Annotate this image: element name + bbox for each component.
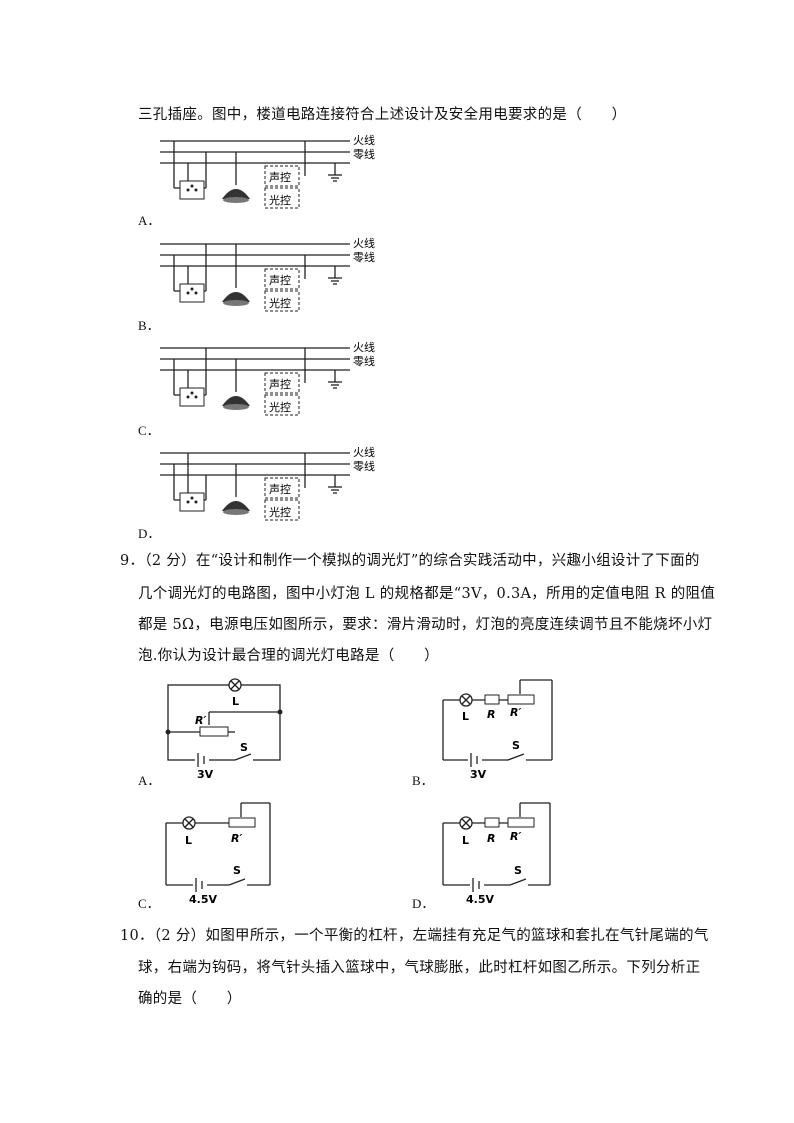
neutral-label: 零线 xyxy=(353,459,375,473)
voltage-label: 4.5V xyxy=(189,893,217,906)
option-d: D． xyxy=(138,526,161,541)
q9-line-1: 9．（2 分）在“设计和制作一个模拟的调光灯”的综合实践活动中，兴趣小组设计了下… xyxy=(120,553,700,569)
lamp-label: L xyxy=(462,834,469,847)
switch-label: S xyxy=(512,739,520,752)
voltage-label: 4.5V xyxy=(466,893,494,906)
option-a: A． xyxy=(138,213,161,228)
rheostat-label: R′ xyxy=(195,714,206,727)
q9-circuit-b: L R R′ 3V S xyxy=(442,679,553,781)
q8-circuit-c: 火线 零线 声控 光控 xyxy=(160,340,375,416)
light-label: 光控 xyxy=(269,193,291,207)
q9-line-2: 几个调光灯的电路图，图中小灯泡 L 的规格都是“3V，0.3A，所用的定值电阻 … xyxy=(138,586,716,602)
voltage-label: 3V xyxy=(197,768,214,781)
q9-option-a: A． xyxy=(138,773,161,788)
neutral-label: 零线 xyxy=(353,250,375,264)
q9-option-c: C． xyxy=(138,896,160,911)
lamp-label: L xyxy=(185,834,192,847)
neutral-label: 零线 xyxy=(353,147,375,161)
q8-stem-tail: 三孔插座。图中，楼道电路连接符合上述设计及安全用电要求的是（ ） xyxy=(138,107,627,123)
q9-line-3: 都是 5Ω，电源电压如图所示，要求：滑片滑动时，灯泡的亮度连续调节且不能烧坏小灯 xyxy=(138,617,713,633)
q8-circuit-d: 火线 零线 声控 光控 xyxy=(160,445,375,521)
light-label: 光控 xyxy=(269,400,291,414)
resistor-label: R xyxy=(487,832,495,845)
live-label: 火线 xyxy=(353,340,375,354)
switch-label: S xyxy=(514,864,522,877)
rheostat-label: R′ xyxy=(510,706,521,719)
q10-line-3: 确的是（ ） xyxy=(138,991,242,1007)
q9-option-d: D． xyxy=(412,896,435,911)
light-label: 光控 xyxy=(269,505,291,519)
q10-line-2: 球，右端为钩码，将气针头插入篮球中，气球膨胀，此时杠杆如图乙所示。下列分析正 xyxy=(138,960,701,976)
live-label: 火线 xyxy=(353,445,375,459)
option-b: B． xyxy=(138,318,160,333)
rheostat-label: R′ xyxy=(231,832,242,845)
q10-line-1: 10．（2 分）如图甲所示，一个平衡的杠杆，左端挂有充足气的篮球和套扎在气针尾端… xyxy=(120,928,709,944)
lamp-label: L xyxy=(232,695,239,708)
live-label: 火线 xyxy=(353,236,375,250)
q9-option-b: B． xyxy=(412,773,434,788)
q9-line-4: 泡.你认为设计最合理的调光灯电路是（ ） xyxy=(138,648,439,664)
sound-label: 声控 xyxy=(269,273,291,287)
neutral-label: 零线 xyxy=(353,354,375,368)
voltage-label: 3V xyxy=(470,768,487,781)
light-label: 光控 xyxy=(269,296,291,310)
switch-label: S xyxy=(240,741,248,754)
option-c: C． xyxy=(138,423,160,438)
switch-label: S xyxy=(233,864,241,877)
q8-circuit-a: 火线 零线 声控 光控 xyxy=(160,133,375,209)
q9-circuit-d: L R R′ 4.5V S xyxy=(442,802,551,906)
sound-label: 声控 xyxy=(269,170,291,184)
q8-circuit-b: 火线 零线 声控 光控 xyxy=(160,236,375,312)
sound-label: 声控 xyxy=(269,482,291,496)
q9-circuit-c: L R′ 4.5V S xyxy=(165,802,271,906)
live-label: 火线 xyxy=(353,133,375,147)
q9-circuit-a: L R′ 3V S xyxy=(165,678,283,781)
sound-label: 声控 xyxy=(269,377,291,391)
lamp-label: L xyxy=(462,710,469,723)
rheostat-label: R′ xyxy=(510,830,521,843)
resistor-label: R xyxy=(487,708,495,721)
